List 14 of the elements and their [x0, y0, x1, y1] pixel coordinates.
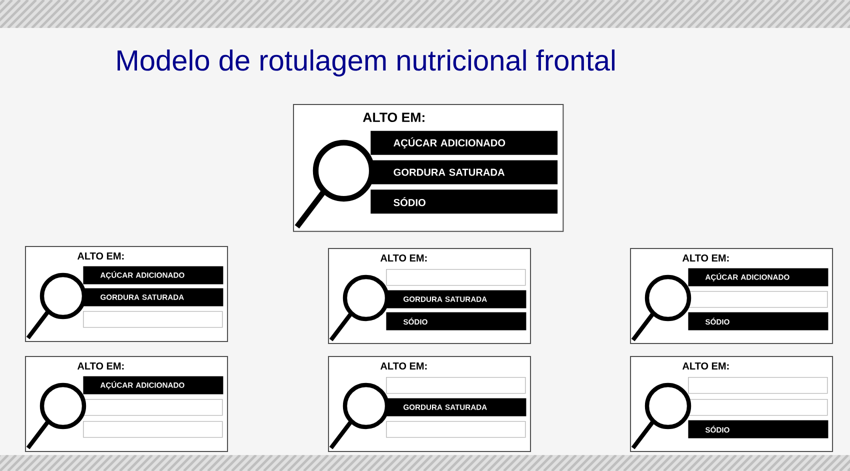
nutrient-bar: SÓDIO — [370, 190, 558, 214]
empty-bar — [688, 291, 828, 308]
nutrient-bar: GORDURA SATURADA — [370, 160, 558, 184]
nutrient-bar: AÇÚCAR ADICIONADO — [370, 130, 558, 155]
node-label: GORDURA SATURADA — [394, 168, 505, 176]
title: Modelo de rotulagem nutricional frontal — [118, 49, 614, 77]
empty-bar — [386, 377, 526, 394]
empty-bar — [688, 377, 828, 394]
empty-bar — [386, 269, 526, 286]
empty-bar — [386, 421, 526, 438]
empty-bar — [83, 421, 223, 438]
empty-bar — [688, 399, 828, 416]
empty-bar — [83, 311, 223, 328]
empty-bar — [83, 399, 223, 416]
